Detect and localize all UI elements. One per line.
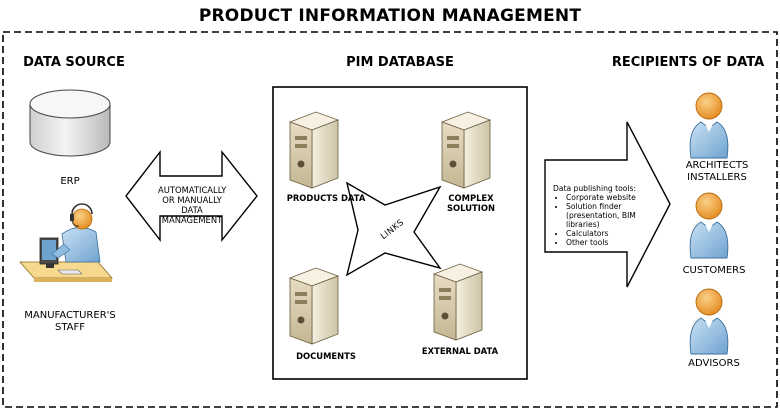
server-documents-icon: [288, 267, 340, 345]
publishing-arrow: [544, 121, 671, 288]
publishing-tool-item: Corporate website: [566, 193, 651, 202]
person-customers-icon: [689, 192, 729, 259]
page-title: PRODUCT INFORMATION MANAGEMENT: [198, 6, 582, 26]
label-documents: DOCUMENTS: [296, 351, 356, 361]
heading-data-source: DATA SOURCE: [23, 55, 125, 70]
heading-recipients: RECIPIENTS OF DATA: [611, 55, 765, 70]
server-products-icon: [288, 111, 340, 189]
label-manufacturers-staff: MANUFACTURER'S STAFF: [24, 310, 116, 333]
publishing-tools-list: Corporate website Solution finder (prese…: [553, 193, 651, 247]
person-advisors-icon: [689, 288, 729, 355]
server-complex-icon: [440, 111, 492, 189]
publishing-tools-text: Data publishing tools: Corporate website…: [553, 184, 651, 247]
publishing-tool-item: Solution finder (presentation, BIM libra…: [566, 202, 651, 229]
label-complex-solution: COMPLEX SOLUTION: [447, 193, 495, 213]
publishing-tool-item: Other tools: [566, 238, 651, 247]
outer-dashed-frame: [2, 31, 778, 408]
publishing-tools-heading: Data publishing tools:: [553, 184, 637, 193]
label-erp: ERP: [60, 176, 80, 187]
server-external-icon: [432, 263, 484, 341]
erp-database-icon: [29, 89, 111, 157]
label-transfer: AUTOMATICALLY OR MANUALLY DATA MANAGEMEN…: [158, 185, 227, 225]
label-products-data: PRODUCTS DATA: [286, 193, 366, 203]
person-architects-icon: [689, 92, 729, 159]
label-architects-installers: ARCHITECTS INSTALLERS: [685, 160, 749, 183]
label-customers: CUSTOMERS: [682, 265, 746, 276]
label-external-data: EXTERNAL DATA: [421, 346, 499, 356]
transfer-double-arrow: [125, 149, 258, 243]
publishing-tool-item: Calculators: [566, 229, 651, 238]
links-star-shape: [345, 181, 442, 277]
staff-at-desk-icon: [19, 203, 113, 282]
label-advisors: ADVISORS: [688, 358, 740, 369]
heading-pim-database: PIM DATABASE: [346, 55, 454, 70]
